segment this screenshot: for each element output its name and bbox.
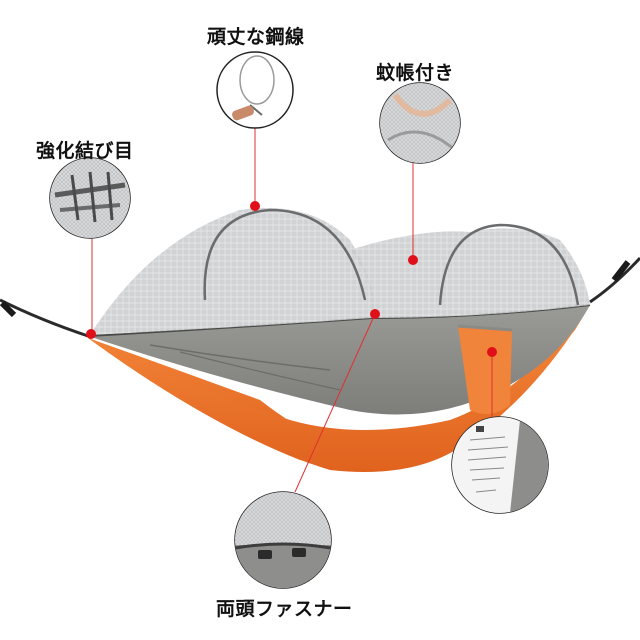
feature-markers (86, 201, 497, 357)
callout-lines (91, 128, 493, 493)
label-reinforced-knot: 強化結び目 (36, 140, 134, 162)
suspension-cord-right (589, 256, 640, 304)
marker-pocket (487, 347, 497, 357)
detail-double-zipper (234, 491, 332, 589)
marker-steel-wire (250, 201, 260, 211)
mosquito-net-canopy (90, 208, 590, 335)
label-double-zipper: 両頭ファスナー (216, 598, 353, 620)
label-mosquito-net: 蚊帳付き (376, 62, 455, 84)
label-steel-wire: 頑丈な鋼線 (207, 26, 305, 48)
marker-mosquito-net (408, 255, 418, 265)
detail-mosquito-net (379, 82, 461, 164)
marker-reinforced-knot (86, 329, 96, 339)
hammock-body (87, 304, 591, 472)
detail-reinforced-knot (49, 157, 131, 239)
detail-care-label (451, 416, 549, 514)
detail-steel-wire (216, 51, 294, 129)
marker-double-zipper (370, 309, 380, 319)
suspension-cord-left (0, 298, 89, 338)
